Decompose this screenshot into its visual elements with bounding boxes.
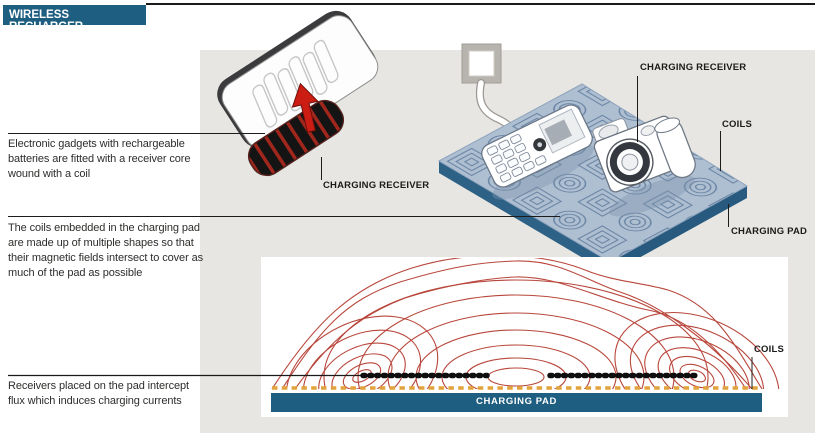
annotation-receivers: Receivers placed on the pad intercept fl… xyxy=(8,380,189,407)
leader-line-coils xyxy=(8,216,560,217)
charging-pad-bar xyxy=(271,393,762,412)
pad-coil-pattern xyxy=(439,84,747,262)
pointer-receiver-top xyxy=(321,157,322,180)
label-coils-pad: COILS xyxy=(722,119,753,130)
pointer-coils-pad xyxy=(720,131,721,171)
camera-shadow xyxy=(609,175,695,217)
top-rule-line xyxy=(146,3,815,5)
pointer-charging-pad xyxy=(728,204,729,227)
leader-line-gadgets xyxy=(8,133,265,134)
mobile-phone-on-pad xyxy=(481,104,593,188)
label-charging-pad: CHARGING PAD xyxy=(731,226,808,237)
annotation-gadgets: Electronic gadgets with rechargeable bat… xyxy=(8,138,191,180)
flux-diagram xyxy=(8,257,788,417)
power-cable xyxy=(475,79,514,132)
label-charging-receiver-pad: CHARGING RECEIVER xyxy=(640,62,747,73)
charging-pad-illustration xyxy=(437,83,748,274)
phone-shadow xyxy=(492,144,594,200)
induction-arrow-icon xyxy=(291,82,319,133)
title-banner: WIRELESS RECHARGER xyxy=(3,5,146,33)
page-title: WIRELESS RECHARGER xyxy=(9,9,84,33)
pointer-receiver-pad xyxy=(637,76,638,142)
label-coils-bottom: COILS xyxy=(754,344,785,355)
annotation-coils: The coils embedded in the charging pad a… xyxy=(8,222,204,279)
receiver-coil-illustration xyxy=(247,99,345,177)
camera-on-pad xyxy=(592,115,696,193)
label-charging-pad-bar: CHARGING PAD xyxy=(476,396,557,407)
power-outlet-icon xyxy=(461,43,502,84)
label-charging-receiver-top: CHARGING RECEIVER xyxy=(323,180,430,191)
